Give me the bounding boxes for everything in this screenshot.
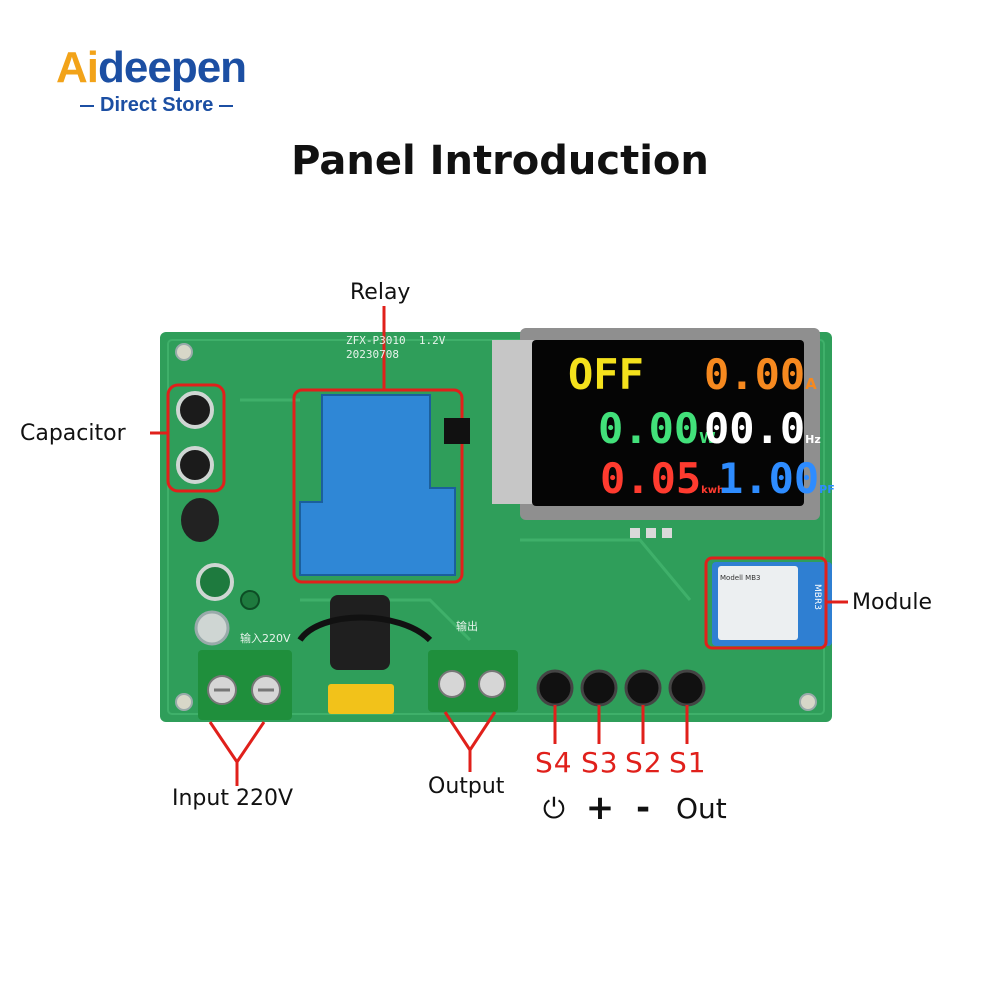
callout-output: Output [428, 774, 505, 799]
callout-capacitor: Capacitor [20, 421, 126, 446]
callout-module: Module [852, 590, 932, 615]
capacitor [194, 610, 230, 646]
lcd-energy: 0.05kwh [600, 454, 724, 503]
button-key-s2: S2 [625, 746, 663, 779]
callout-input: Input 220V [172, 786, 293, 811]
input-pointer [208, 721, 266, 765]
capacitor-c16 [176, 446, 214, 484]
brand-tagline-row: Direct Store [80, 94, 234, 117]
button-s3 [580, 669, 618, 707]
board-version: 1.2V [418, 334, 446, 347]
brand-name-first: Ai [56, 43, 99, 92]
lcd-status: OFF [568, 350, 644, 399]
board-date: 20230708 [346, 348, 399, 361]
fuse [328, 684, 394, 714]
button-function-out: Out [676, 792, 727, 825]
mount-hole [175, 693, 193, 711]
button-s2 [624, 669, 662, 707]
lcd-frequency-unit: Hz [805, 433, 821, 446]
lcd-energy-value: 0.05 [600, 454, 702, 503]
brand-tagline: Direct Store [100, 94, 214, 116]
current-transformer [330, 595, 390, 670]
brand-logo: Aideepen [56, 43, 247, 92]
lcd-frequency-value: 00.0 [704, 404, 806, 453]
button-key-s4: S4 [535, 746, 573, 779]
power-icon: ⏻ [542, 792, 566, 825]
lcd-current-unit: A [805, 375, 817, 393]
relay-body [299, 394, 456, 576]
lcd-pf-unit: PF [819, 483, 835, 496]
module-shield [718, 566, 798, 640]
relay-highlight [292, 388, 464, 584]
lcd-power-value: 0.00 [598, 404, 700, 453]
lcd-frequency: 00.0Hz [704, 404, 821, 453]
inductor [181, 498, 219, 542]
button-row [536, 669, 706, 744]
button-key-s1: S1 [669, 746, 707, 779]
brand-name-rest: deepen [98, 43, 247, 92]
lcd-power: 0.00W [598, 404, 716, 453]
capacitor-highlight [166, 383, 226, 493]
optocoupler-u5 [444, 418, 470, 444]
page-title: Panel Introduction [291, 138, 709, 184]
board-model: ZFX-P3010 [346, 334, 406, 347]
input-silkscreen: 输入220V [240, 632, 291, 645]
capacitor-c17 [176, 391, 214, 429]
lcd-pf: 1.00PF [718, 454, 835, 503]
mount-hole [175, 343, 193, 361]
capacitor [196, 563, 234, 601]
lcd-screen [532, 340, 804, 506]
small-capacitor [240, 590, 260, 610]
button-key-s3: S3 [581, 746, 619, 779]
lcd-pins [630, 528, 672, 538]
output-silkscreen: 输出 [456, 620, 478, 633]
button-s4 [536, 669, 574, 707]
lcd-energy-unit: kwh [701, 485, 725, 496]
lcd-pf-value: 1.00 [718, 454, 820, 503]
lcd-current-value: 0.00 [704, 350, 806, 399]
minus-icon: - [635, 788, 651, 828]
output-screw [438, 670, 466, 698]
button-s1 [668, 669, 706, 707]
output-screw [478, 670, 506, 698]
lcd-flex [492, 340, 536, 504]
callout-relay: Relay [350, 280, 411, 305]
plus-icon: + [585, 788, 615, 828]
module-label: Modell MB3 [720, 574, 761, 582]
lcd-power-unit: W [699, 429, 716, 447]
mount-hole [799, 693, 817, 711]
lcd-current: 0.00A [704, 350, 817, 399]
module-side-label: MBR3 [811, 584, 822, 610]
board-silkscreen: ZFX-P3010 1.2V 20230708 [346, 334, 445, 362]
